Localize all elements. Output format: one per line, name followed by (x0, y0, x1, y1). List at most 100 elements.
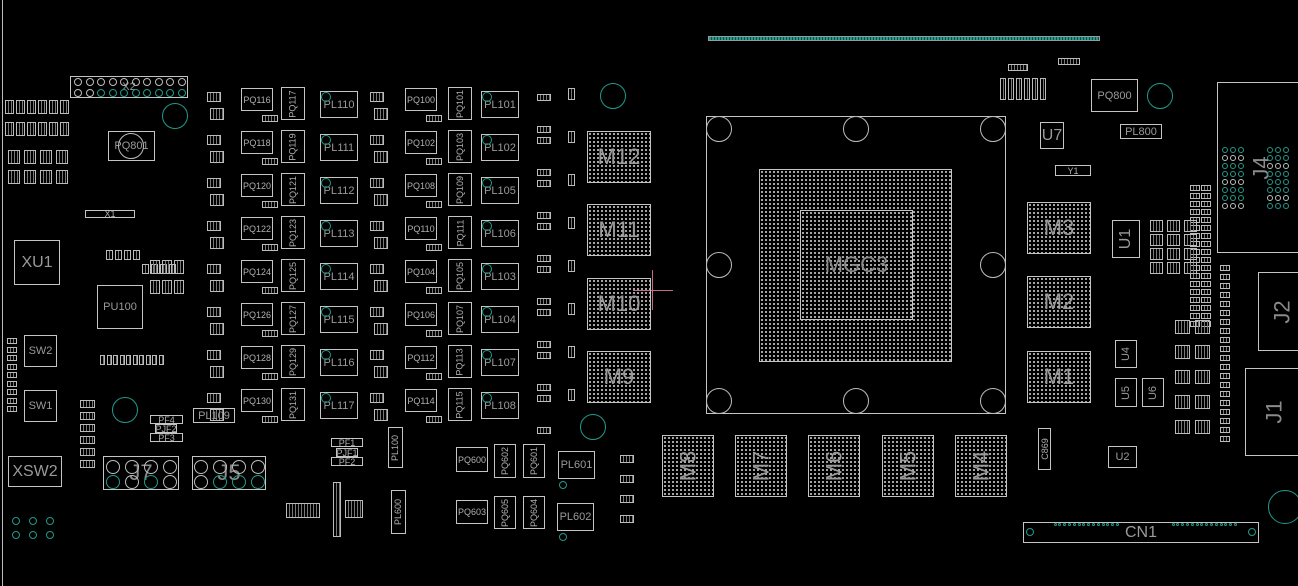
memory-chip[interactable]: M2 (1027, 276, 1091, 328)
smd-component[interactable] (537, 309, 551, 316)
mosfet-pq800[interactable]: PQ800 (1091, 79, 1138, 112)
fuse-pf3[interactable]: PF3 (150, 433, 183, 443)
memory-chip[interactable]: M1 (1027, 351, 1091, 403)
smd-component[interactable] (1184, 262, 1197, 274)
smd-component[interactable] (1220, 427, 1230, 433)
smd-component[interactable] (1201, 233, 1211, 239)
smd-component[interactable] (1190, 185, 1200, 191)
smd-component[interactable] (568, 346, 575, 358)
memory-chip[interactable]: M6 (808, 435, 860, 497)
smd-component[interactable] (537, 266, 551, 273)
smd-component[interactable] (620, 515, 634, 523)
smd-component[interactable] (80, 460, 95, 468)
smd-component[interactable] (426, 115, 442, 122)
smd-component[interactable] (1175, 320, 1190, 334)
smd-component[interactable] (16, 122, 25, 136)
smd-component[interactable] (426, 330, 442, 337)
smd-component[interactable] (262, 287, 278, 294)
jumper-pjf2[interactable]: PJF2 (155, 424, 177, 434)
smd-component[interactable] (262, 416, 278, 423)
smd-component[interactable] (1201, 249, 1211, 255)
smd-component[interactable] (1008, 64, 1028, 71)
smd-component[interactable] (568, 88, 575, 100)
inductor[interactable]: PL601 (558, 451, 595, 479)
smd-component[interactable] (124, 250, 131, 260)
smd-component[interactable] (113, 355, 118, 365)
smd-component[interactable] (1201, 289, 1211, 295)
memory-chip[interactable]: M7 (735, 435, 787, 497)
smd-component[interactable] (537, 180, 551, 187)
smd-component[interactable] (7, 380, 17, 387)
smd-component[interactable] (7, 355, 17, 361)
smd-component[interactable] (1220, 274, 1230, 280)
fuse-pf2[interactable]: PF2 (331, 457, 363, 467)
mosfet[interactable]: PQ110 (405, 217, 437, 240)
smd-component[interactable] (207, 221, 221, 231)
memory-chip[interactable]: M5 (882, 435, 934, 497)
smd-component[interactable] (1167, 220, 1180, 232)
gpu-die[interactable]: MGC3 (800, 210, 913, 320)
smd-component[interactable] (207, 393, 221, 403)
mosfet[interactable]: PQ115 (448, 388, 472, 421)
smd-component[interactable] (1201, 305, 1211, 311)
ic-pu100[interactable]: PU100 (97, 285, 143, 329)
switch-sw2[interactable]: SW2 (24, 335, 57, 367)
smd-component[interactable] (207, 307, 221, 317)
smd-component[interactable] (537, 169, 551, 176)
smd-component[interactable] (1150, 234, 1163, 246)
mosfet[interactable]: PQ604 (523, 496, 545, 529)
smd-component[interactable] (1201, 281, 1211, 287)
smd-component[interactable] (210, 194, 224, 206)
smd-component[interactable] (568, 303, 575, 315)
smd-component[interactable] (537, 341, 551, 348)
smd-component[interactable] (1201, 273, 1211, 279)
smd-component[interactable] (1220, 328, 1230, 334)
smd-component[interactable] (1220, 337, 1230, 343)
smd-component[interactable] (1201, 185, 1211, 191)
mosfet[interactable]: PQ130 (241, 389, 273, 412)
smd-component[interactable] (49, 122, 58, 136)
mosfet[interactable]: PQ101 (448, 87, 472, 120)
inductor-pl109[interactable]: PL109 (193, 408, 235, 423)
smd-component[interactable] (1201, 257, 1211, 263)
mosfet[interactable]: PQ129 (281, 345, 305, 378)
smd-component[interactable] (1201, 201, 1211, 207)
mosfet[interactable]: PQ128 (241, 346, 273, 369)
smd-component[interactable] (27, 100, 36, 114)
connector-j4[interactable]: J4 (1217, 82, 1298, 253)
smd-component[interactable] (80, 412, 95, 420)
smd-component[interactable] (207, 350, 221, 360)
smd-component[interactable] (40, 170, 52, 184)
memory-chip[interactable]: M4 (955, 435, 1007, 497)
smd-component[interactable] (7, 389, 17, 395)
smd-component[interactable] (24, 150, 36, 164)
memory-chip[interactable]: M8 (662, 435, 714, 497)
smd-component[interactable] (1184, 234, 1197, 246)
smd-component[interactable] (262, 244, 278, 251)
smd-component[interactable] (1190, 289, 1200, 295)
memory-chip[interactable]: M9 (587, 351, 651, 403)
smd-component[interactable] (370, 92, 384, 102)
smd-component[interactable] (1220, 409, 1230, 415)
smd-component[interactable] (210, 237, 224, 249)
smd-component[interactable] (142, 264, 149, 274)
smd-component[interactable] (56, 170, 68, 184)
smd-component[interactable] (210, 409, 224, 421)
smd-component[interactable] (370, 350, 384, 360)
smd-component[interactable] (1058, 58, 1080, 65)
smd-component[interactable] (537, 126, 551, 133)
smd-component[interactable] (620, 455, 634, 463)
smd-component[interactable] (1220, 391, 1230, 397)
smd-component[interactable] (1201, 209, 1211, 215)
smd-component[interactable] (426, 287, 442, 294)
smd-component[interactable] (1220, 346, 1230, 352)
smd-component[interactable] (1201, 313, 1211, 319)
smd-component[interactable] (568, 260, 575, 272)
smd-component[interactable] (1190, 313, 1200, 319)
mosfet[interactable]: PQ127 (281, 302, 305, 335)
smd-component[interactable] (106, 355, 112, 365)
smd-component[interactable] (80, 436, 95, 444)
inductor-pl600[interactable]: PL600 (391, 490, 406, 534)
smd-component[interactable] (537, 255, 551, 262)
mosfet[interactable]: PQ108 (405, 174, 437, 197)
